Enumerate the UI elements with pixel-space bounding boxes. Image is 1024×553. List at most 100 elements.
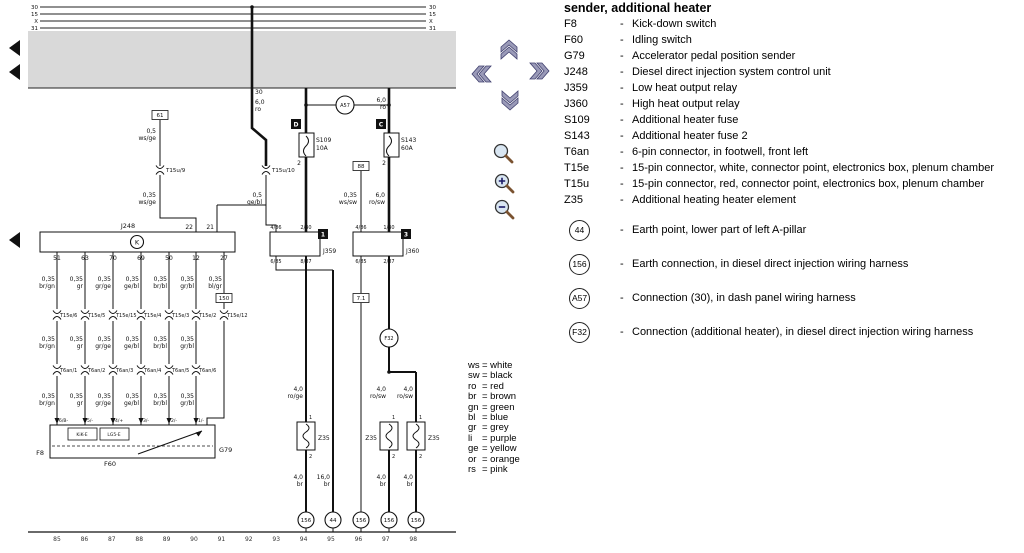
legend-item-code: T15u [564,178,590,190]
wire-label: J248 [120,222,135,230]
page-title: sender, additional heater [564,1,712,15]
continuation-arrow-icon[interactable] [9,40,20,56]
color-code-abbr: br [468,391,477,403]
relay-position-tag [318,229,328,239]
wire-label: 4/86 [355,225,366,231]
wire-label: 1/30 [383,225,394,231]
legend-item-desc: Additional heater fuse 2 [632,130,748,142]
wire-label: 0,35 [98,276,112,283]
circle-legend-icon-cell: 156 [564,253,620,275]
wire-label: 69 [137,255,145,262]
reference-box-label: 7.1 [357,296,366,302]
wire-label: J359 [322,248,336,255]
wire-label: T6an/1 [59,368,77,374]
color-code-abbr: gn [468,401,479,413]
wire-label: T6an/2 [87,368,105,374]
track-number: 97 [382,536,390,543]
wire-label: 22 [185,224,193,231]
legend-item: T6an-6-pin connector, in footwell, front… [564,146,1021,159]
wire-arrow-icon [166,418,172,424]
zoom-out-button[interactable] [493,198,517,222]
wire-label: T15e/2 [198,313,216,319]
color-code-name: = brown [482,391,517,403]
continuation-arrow-icon[interactable] [9,232,20,248]
connection-symbol-label: 156 [301,518,312,524]
wire-label: 50 [165,255,173,262]
wire-label: br [297,481,304,488]
junction-dot [250,5,254,9]
thick-wires [250,7,391,232]
connection-symbol-label: 156 [384,518,395,524]
color-code-name: = blue [482,412,509,424]
continuation-arrow-icon[interactable] [9,64,20,80]
track-number: 85 [53,536,61,543]
bus-label-left: X [34,19,38,25]
circle-legend-item: A57-Connection (30), in dash panel wirin… [564,287,1021,309]
wire-label: 0,35 [126,276,140,283]
legend-item-code: S109 [564,114,590,126]
j359-box [269,231,321,257]
zoom-select-button[interactable] [492,142,516,166]
wire-arrow-icon [138,418,144,424]
wire-label: J360 [405,248,419,255]
wire-label: T6an/5 [171,368,189,374]
reference-box [215,293,233,303]
color-code-name: = purple [482,432,517,444]
connection-symbol-label: F32 [384,336,393,342]
connector-icon [108,365,118,375]
legend-item-dash: - [620,82,624,94]
track-number: 86 [81,536,89,543]
pan-left-button[interactable] [470,62,494,86]
wire-label: br/bl [153,283,167,290]
wire-label: gr/ge [95,283,111,290]
color-code-name: = orange [482,453,520,465]
wiring-diagram: 306,0ro6,0ro0,5ws/geT15u/90,35ws/geT15u/… [9,5,456,543]
color-code-abbr: ws [468,360,480,371]
wire-label: 27 [220,255,228,262]
pan-up-button[interactable] [497,38,521,62]
wire-label: T15e/4 [143,313,161,319]
pan-down-button[interactable] [498,88,522,112]
junction-dot [387,103,391,107]
color-code-name: = yellow [482,443,517,455]
pan-right-button[interactable] [527,59,551,83]
track-number: 88 [135,536,143,543]
relay-position-tag [376,119,386,129]
wire-label: T15e/5 [87,313,105,319]
j248-box [39,231,236,253]
sender-inner-box-2 [99,427,130,441]
wire-label: 4/86 [270,225,281,231]
connection-symbol-label: A57 [340,103,350,109]
legend-item-dash: - [620,291,624,304]
wire-label: 2 [309,454,312,460]
zoom-in-button[interactable] [493,172,517,196]
reference-box-label: 88 [358,164,365,170]
color-code-name: = pink [482,464,508,476]
legend-panel: sender, additional heater F8-Kick-down s… [564,1,1021,356]
reference-box-label: 150 [219,296,230,302]
wire-label: gr/ge [95,343,111,350]
color-code-row: ws= white [468,360,520,371]
color-code-abbr: or [468,453,477,465]
color-code-name: = black [482,370,513,382]
legend-item-dash: - [620,114,624,126]
wire-label: 30 [255,89,263,96]
legend-item: T15u-15-pin connector, red, connector po… [564,178,1021,191]
track-number: 98 [409,536,417,543]
wire-label: 4,0 [403,474,413,481]
track-number: 96 [355,536,363,543]
color-code-abbr: rs [468,464,476,476]
connection-symbol [297,511,315,529]
wire-label: F60 [104,460,116,468]
wire-label: Z35 [428,435,440,442]
connection-circle-icon: A57 [569,287,590,309]
wire-label: ws/ge [138,135,156,142]
connector-icon [108,310,118,320]
chevron-left-icon [471,65,492,83]
circle-legend-item: 44-Earth point, lower part of left A-pil… [564,219,1021,241]
connection-symbol [335,95,355,115]
connector-icon [52,365,62,375]
wire-arrow-icon [193,418,199,424]
reference-box [352,293,370,303]
